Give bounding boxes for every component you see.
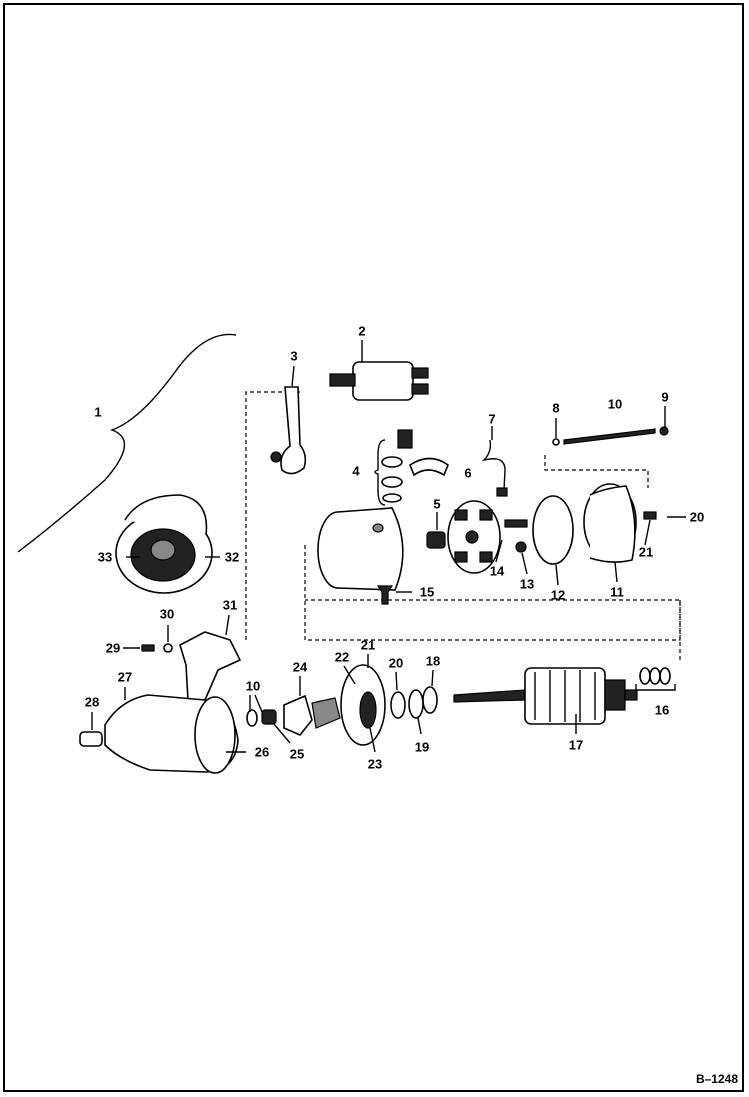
callout-16: 16 xyxy=(655,702,669,717)
bolt-29-part xyxy=(141,644,155,652)
solenoid-part xyxy=(329,361,429,401)
callout-14: 14 xyxy=(490,563,505,578)
gasket-ring-part xyxy=(532,495,574,565)
callout-23: 23 xyxy=(368,756,382,771)
callout-19: 19 xyxy=(415,739,429,754)
guide-line-upper xyxy=(245,391,300,640)
diagram-frame xyxy=(3,3,744,1092)
brush-holder-part xyxy=(447,500,501,574)
bushing-28-part xyxy=(79,731,103,747)
terminal-screw-part xyxy=(504,519,528,528)
callout-29: 29 xyxy=(106,640,120,655)
end-housing-part xyxy=(115,494,213,594)
ring-10-part xyxy=(246,709,258,727)
washer-16a-part xyxy=(639,667,651,685)
callout-4: 4 xyxy=(352,463,360,478)
callout-17: 17 xyxy=(569,737,583,752)
callout-10-upper: 10 xyxy=(608,396,622,411)
nut-part xyxy=(515,541,527,553)
callout-25: 25 xyxy=(290,746,304,761)
drive-housing-bracket xyxy=(179,631,242,701)
callout-8: 8 xyxy=(552,400,559,415)
callout-21-upper: 21 xyxy=(639,544,653,559)
figure-id: B–1248 xyxy=(696,1072,738,1086)
washer-30-part xyxy=(163,643,173,653)
wire-lead-part xyxy=(481,439,506,491)
callout-33: 33 xyxy=(98,549,112,564)
callout-7: 7 xyxy=(488,411,495,426)
callout-labels: 1 2 3 4 5 6 7 8 9 10 11 12 13 14 15 16 1… xyxy=(85,323,704,771)
guide-line-lower xyxy=(304,545,681,641)
callout-13: 13 xyxy=(520,576,534,591)
callout-24: 24 xyxy=(293,659,308,674)
callout-10-lower: 10 xyxy=(246,678,260,693)
callout-6: 6 xyxy=(464,465,471,480)
shift-lever-part xyxy=(270,386,307,475)
callout-27: 27 xyxy=(118,669,132,684)
callout-2: 2 xyxy=(358,323,365,338)
cover-band-part xyxy=(583,483,637,563)
callout-32: 32 xyxy=(225,549,239,564)
through-bolt-part xyxy=(563,428,656,445)
callout-26: 26 xyxy=(255,744,269,759)
callout-3: 3 xyxy=(290,348,297,363)
screw-15-part xyxy=(376,585,394,605)
drive-housing-part xyxy=(104,694,239,774)
callout-18: 18 xyxy=(426,653,440,668)
callout-11: 11 xyxy=(610,584,624,599)
bushing-part xyxy=(426,531,446,549)
assembly-bracket xyxy=(17,333,237,553)
callout-12: 12 xyxy=(551,587,565,602)
callout-20-lower: 20 xyxy=(389,655,403,670)
nut-9-part xyxy=(659,426,669,436)
callout-15: 15 xyxy=(420,584,434,599)
callout-9: 9 xyxy=(661,389,668,404)
callout-20-right: 20 xyxy=(690,509,704,524)
leader-lines xyxy=(91,340,686,753)
callout-5: 5 xyxy=(433,496,440,511)
callout-28: 28 xyxy=(85,694,99,709)
callout-31: 31 xyxy=(223,597,237,612)
guide-line-rod xyxy=(544,455,649,488)
washer-19-part xyxy=(408,689,424,719)
item-4-brace xyxy=(374,439,386,506)
collar-25-part xyxy=(261,709,277,725)
armature-part xyxy=(453,667,638,725)
callout-30: 30 xyxy=(160,606,174,621)
callout-1: 1 xyxy=(94,404,101,419)
spring-20-part xyxy=(390,691,406,719)
center-plate-part xyxy=(340,664,386,746)
screw-20-part xyxy=(643,511,657,520)
item-16-brace xyxy=(635,684,676,691)
callout-21-lower: 21 xyxy=(361,637,375,652)
washer-8-part xyxy=(552,438,560,446)
field-frame-part xyxy=(317,507,404,591)
drive-pinion-part xyxy=(283,694,341,736)
washer-16b-part xyxy=(649,667,661,685)
callout-22: 22 xyxy=(335,649,349,664)
brush-kit-part xyxy=(381,429,449,503)
ring-18-part xyxy=(422,686,438,714)
washer-16c-part xyxy=(659,667,671,685)
